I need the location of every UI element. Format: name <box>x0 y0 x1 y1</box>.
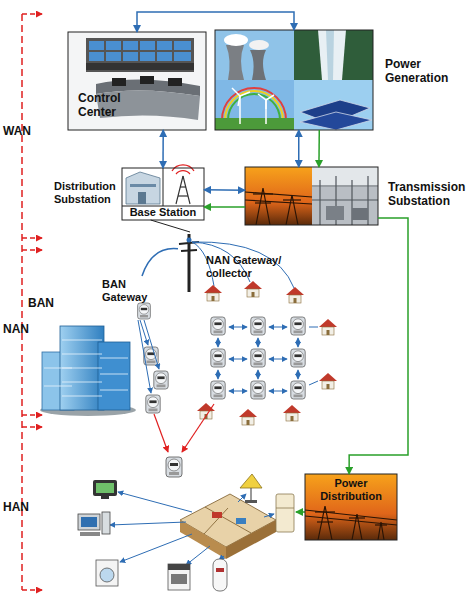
connector <box>298 130 300 167</box>
network-label: HAN <box>3 500 29 514</box>
connector <box>204 189 245 191</box>
connector <box>142 249 178 276</box>
connector <box>349 218 408 474</box>
power-distribution-picture <box>305 474 397 540</box>
node-label: Control Center <box>78 92 136 120</box>
power-generation-box: Power Generation <box>215 30 373 130</box>
node-label: Base Station <box>122 206 204 219</box>
control-center-picture <box>68 32 206 130</box>
node-label: BAN Gateway <box>102 278 150 303</box>
transmission-substation-box: Transmission Substation <box>245 167 378 225</box>
node-label: Power Generation <box>385 58 469 86</box>
power-generation-picture <box>215 30 373 130</box>
connector <box>151 220 190 232</box>
nan-gateway: NAN Gateway/ collector <box>178 232 298 288</box>
ban-building <box>40 303 168 416</box>
control-center-frame <box>68 32 206 130</box>
transmission-substation-picture <box>245 167 378 225</box>
connector <box>318 130 320 167</box>
network-label: BAN <box>28 296 54 310</box>
base-station-picture <box>122 165 204 220</box>
base-station-box: Distribution SubstationBase Station <box>122 168 204 220</box>
power-distribution-box: Power Distribution <box>305 474 397 540</box>
connector <box>204 206 245 208</box>
home-area <box>78 404 305 591</box>
node-label: NAN Gateway/ collector <box>206 254 296 279</box>
connector <box>162 130 164 168</box>
node-label: Distribution Substation <box>54 180 120 205</box>
network-label: NAN <box>3 322 29 336</box>
base-station-frame <box>122 168 204 220</box>
meter-mesh <box>197 281 337 425</box>
node-label: Power Distribution <box>305 477 397 502</box>
control-center-box: Control Center <box>68 32 206 130</box>
network-label: WAN <box>3 124 31 138</box>
connector <box>137 12 294 32</box>
ban-gateway: BAN Gateway <box>100 276 156 320</box>
node-label: Transmission Substation <box>388 181 474 209</box>
